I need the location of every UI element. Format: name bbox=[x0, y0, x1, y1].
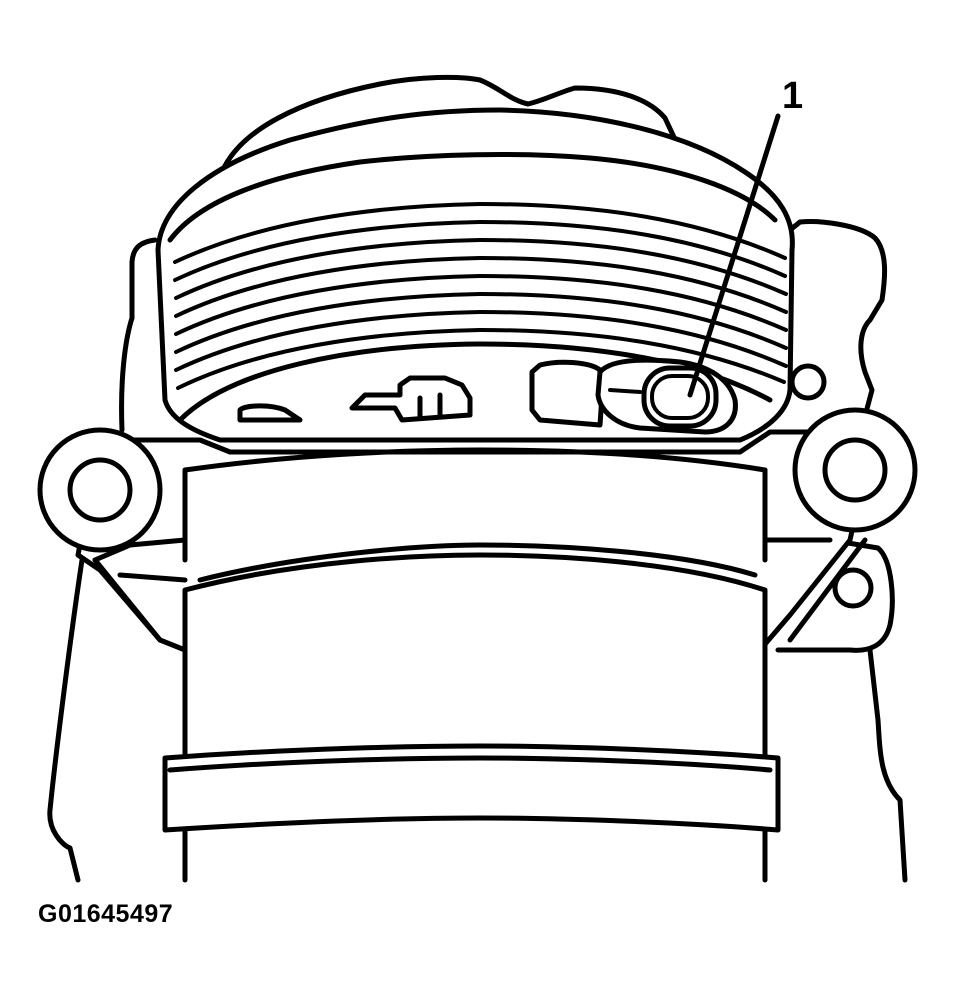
figure-id: G01645497 bbox=[38, 900, 174, 928]
callout-1: 1 bbox=[687, 75, 803, 398]
pulley bbox=[155, 107, 795, 443]
left-mounting-ear bbox=[37, 427, 163, 553]
compressor-body bbox=[162, 542, 781, 883]
clutch-connector bbox=[237, 359, 605, 428]
compressor-rear-housing bbox=[47, 237, 908, 883]
item-1-sensor bbox=[595, 357, 738, 435]
callout-1-label: 1 bbox=[782, 75, 803, 117]
top-lug bbox=[219, 74, 683, 175]
right-mounting-ear bbox=[792, 407, 918, 533]
